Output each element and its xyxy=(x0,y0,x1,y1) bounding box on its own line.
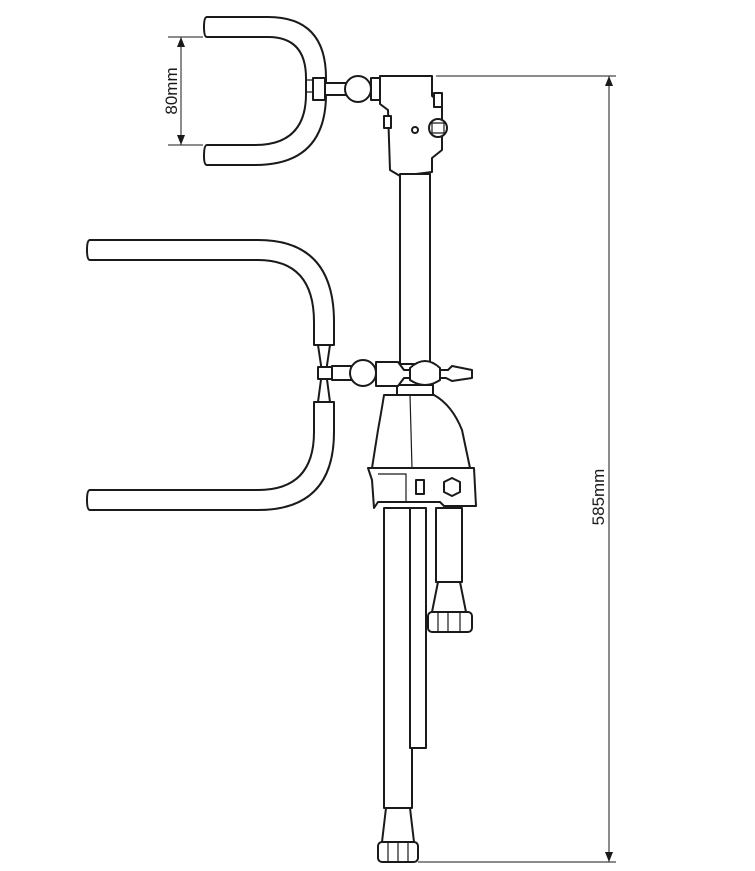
lower-u-holder xyxy=(86,239,335,511)
base-nut-icon xyxy=(443,477,461,497)
main-leg xyxy=(377,507,427,863)
wing-nut-icon xyxy=(409,360,441,386)
short-leg-foot xyxy=(427,611,473,633)
lower-clamp-connector xyxy=(317,359,473,387)
base-housing xyxy=(367,394,477,509)
top-u-holder xyxy=(203,16,327,166)
base-bolt-left-icon xyxy=(415,479,425,495)
dimension-80mm: 80mm xyxy=(162,36,203,146)
top-head-block xyxy=(379,75,448,177)
top-clamp-connector xyxy=(312,75,382,103)
short-leg xyxy=(427,507,473,633)
lower-clamp-knob xyxy=(349,359,377,387)
dimension-label-585mm: 585mm xyxy=(589,469,608,526)
dimension-label-80mm: 80mm xyxy=(162,67,181,114)
dimension-585mm: 585mm xyxy=(418,75,616,863)
screw-icon xyxy=(411,126,419,134)
top-clamp-knob xyxy=(344,75,372,103)
